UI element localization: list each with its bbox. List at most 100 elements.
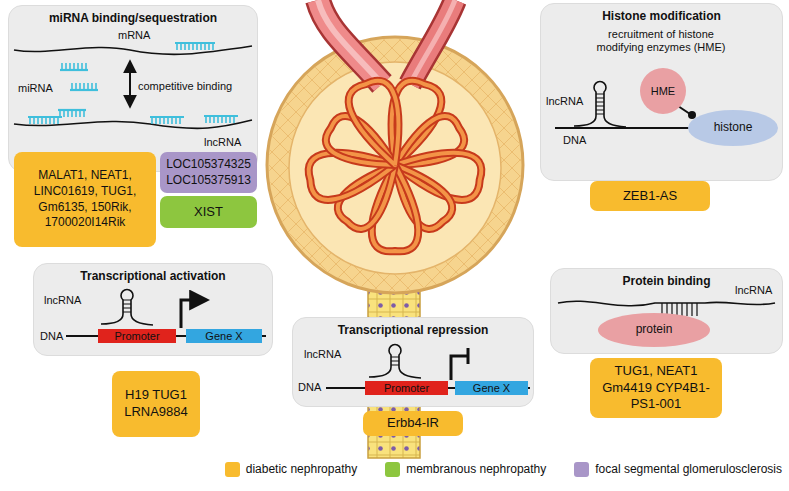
disease-box: ZEB1-AS [590,181,710,211]
binding-rung [666,303,667,316]
node-text: ZEB1-AS [595,188,705,205]
node-text: protein [612,322,696,338]
mirna-tooth [67,110,69,117]
node-text: MALAT1, NEAT1, LINC01619, TUG1, Gm6135, … [19,168,151,230]
competition-arrow [129,62,131,106]
mirna-tooth [65,63,67,70]
mirna-tooth [209,116,211,123]
mirna-tooth [53,117,55,124]
mirna-tooth [179,117,181,124]
efferent-arteriole [410,0,455,84]
mirna-tooth [233,116,235,123]
mirna [150,116,184,118]
activation-arrow [181,300,206,328]
base-pair [123,312,131,313]
mirna-tooth [69,63,71,70]
panel-title: Histone modification [541,9,782,23]
mirna-tooth [225,116,227,123]
legend: diabetic nephropathy membranous nephropat… [225,462,782,477]
mirna-tooth [200,43,202,50]
mirna-tooth [163,117,165,124]
node-text: Gene X [457,382,526,395]
mirna-tooth [196,43,198,50]
mirna-tooth [83,83,85,90]
mirna-tooth [71,83,73,90]
capillary-loop-fill [349,81,399,165]
node-text: XIST [165,204,252,221]
text-label: DNA [298,381,321,394]
base-pair [123,300,131,301]
mirna-tooth [208,43,210,50]
mirna-tooth [204,43,206,50]
capillary-loop [349,81,399,165]
mirna-tooth [175,117,177,124]
mirna-tooth [77,63,79,70]
mirna-tooth [81,63,83,70]
afferent-arteriole-shine [318,0,382,84]
text-label: lncRNA [44,294,81,307]
binding-rung [676,303,677,316]
legend-swatch [385,462,400,477]
base-pair [596,106,604,107]
binding-rung [661,303,662,316]
base-pair [123,308,131,309]
text-label: lncRNA [204,136,241,149]
node-text: Gene X [188,330,260,343]
mirna-tooth [71,110,73,117]
mirna-tooth [75,110,77,117]
mirna-tooth [61,63,63,70]
text-label: lncRNA [735,284,772,297]
panel-title: Transcriptional activation [34,269,272,283]
base-pair [391,357,399,358]
mirna-tooth [213,116,215,123]
binding-rung [671,303,672,316]
mirna-tooth [229,116,231,123]
mirna-tooth [49,117,51,124]
mirna-tooth [155,117,157,124]
base-pair [391,365,399,366]
disease-box: H19 TUG1 LRNA9884 [112,371,200,437]
bowman-space [289,62,501,274]
node-text: TUG1, NEAT1 Gm4419 CYP4B1-PS1-001 [595,363,717,414]
node-text: HME [644,84,682,98]
disease-box: Erbb4-IR [363,411,463,436]
mirna-tooth [176,43,178,50]
mirna-tooth [87,83,89,90]
mirna-tooth [37,117,39,124]
legend-text: diabetic nephropathy [246,462,357,477]
mirna-tooth [85,63,87,70]
bowman-capsule [267,37,523,293]
base-pair [123,304,131,305]
mirna-tooth [192,43,194,50]
mirna-tooth [188,43,190,50]
mirna-tooth [184,43,186,50]
disease-box: XIST [160,196,257,228]
efferent-arteriole-shine [410,0,455,84]
legend-item: membranous nephropathy [385,462,546,477]
mirna-tooth [159,117,161,124]
lncrna-hairpin [369,345,421,378]
gene-box: Gene X [186,329,262,343]
legend-swatch [574,462,589,477]
modification-dot [688,111,696,119]
text-label: lncRNA [304,348,341,361]
mirna-tooth [63,110,65,117]
text-label: lncRNA [546,95,583,108]
mirna-tooth [45,117,47,124]
mirna [204,115,238,117]
text-label: miRNA [18,82,53,95]
binding-rung [696,303,697,316]
dna-strand [66,335,266,337]
base-pair [391,361,399,362]
mirna-tooth [205,116,207,123]
node-text: histone [700,120,766,136]
disease-box: MALAT1, NEAT1, LINC01619, TUG1, Gm6135, … [14,152,156,247]
capillary-tuft [309,81,482,252]
lncrna-hairpin [101,290,153,325]
text-label: competitive binding [138,80,232,93]
legend-text: membranous nephropathy [406,462,546,477]
dna-strand [326,387,530,389]
mrna-strand [14,46,252,54]
mirna-tooth [95,83,97,90]
binding-rung [691,303,692,316]
